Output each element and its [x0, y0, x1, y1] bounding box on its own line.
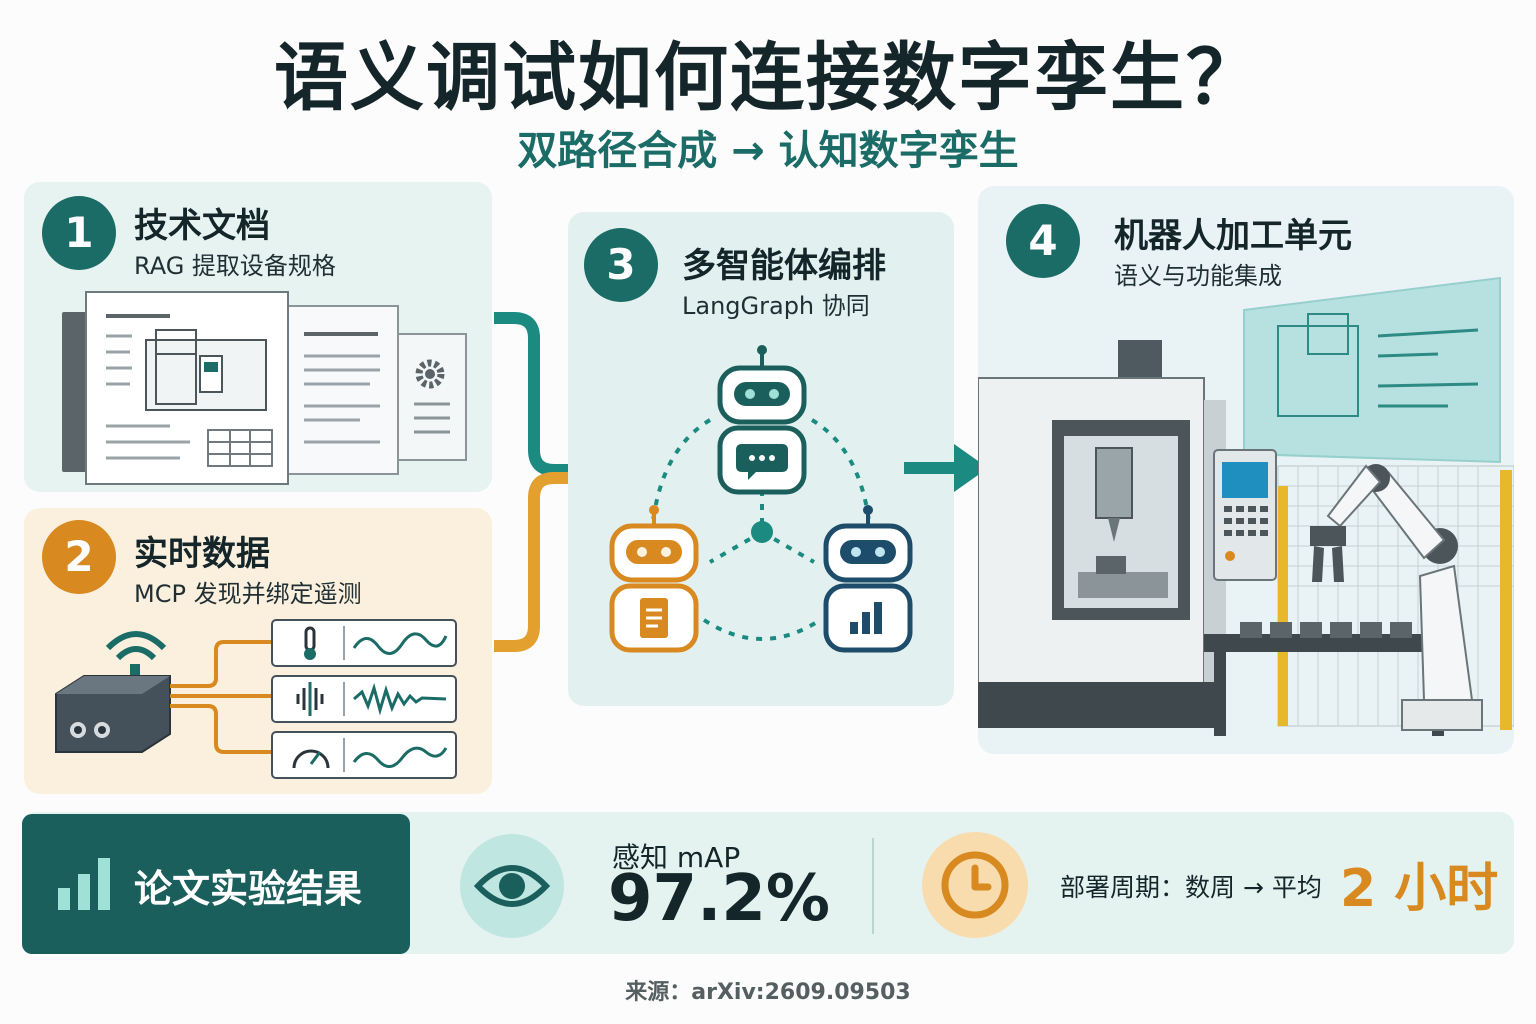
metric-value: 97.2%: [608, 862, 831, 936]
step-4-badge: 4: [1006, 204, 1080, 278]
document-robot-icon: [609, 505, 699, 653]
step-2-badge: 2: [42, 520, 116, 594]
step-2-title: 实时数据: [134, 534, 270, 574]
digital-twin-hologram: [1243, 276, 1501, 464]
clock-icon: [922, 832, 1028, 938]
step-1-badge: 1: [42, 196, 116, 270]
step-2-subtitle: MCP 发现并绑定遥测: [134, 580, 362, 608]
step-3-subtitle: LangGraph 协同: [682, 292, 870, 320]
step-4-panel: [978, 186, 1514, 754]
deploy-value: 2 小时: [1340, 859, 1499, 919]
step-1-subtitle: RAG 提取设备规格: [134, 252, 336, 280]
audio-wave-icon: [271, 675, 457, 723]
results-divider: [872, 838, 874, 934]
deploy-label: 部署周期：数周 → 平均: [1060, 873, 1322, 902]
flow-arrow-data-to-agents: [494, 472, 586, 652]
wireless-sensor-icon: [55, 631, 171, 753]
chat-robot-icon: [717, 345, 807, 495]
eye-icon: [460, 834, 564, 938]
step-3-badge: 3: [584, 228, 658, 302]
robot-arm: [1310, 464, 1483, 731]
page-subtitle: 双路径合成 → 认知数字孪生: [517, 128, 1019, 174]
results-label: 论文实验结果: [134, 867, 363, 911]
robotic-machining-cell-illustration: [978, 276, 1514, 736]
step-4-subtitle: 语义与功能集成: [1114, 262, 1282, 290]
chart-robot-icon: [823, 505, 913, 653]
flow-arrow-agents-to-cell: [904, 444, 988, 492]
source-citation: 来源：arXiv:2609.09503: [625, 980, 911, 1005]
gauge-icon: [271, 731, 457, 779]
bar-chart-icon: [58, 858, 110, 910]
page-title: 语义调试如何连接数字孪生？: [274, 35, 1262, 121]
thermometer-icon: [271, 619, 457, 667]
metric-label: 感知 mAP: [612, 841, 741, 874]
step-3-title: 多智能体编排: [682, 246, 886, 286]
agent-network: [609, 345, 913, 653]
document-with-machine-drawing: [62, 291, 467, 485]
step-1-title: 技术文档: [134, 206, 270, 246]
gear-icon: [415, 359, 445, 389]
step-4-title: 机器人加工单元: [1114, 216, 1352, 256]
telemetry-connectors: [170, 640, 272, 754]
